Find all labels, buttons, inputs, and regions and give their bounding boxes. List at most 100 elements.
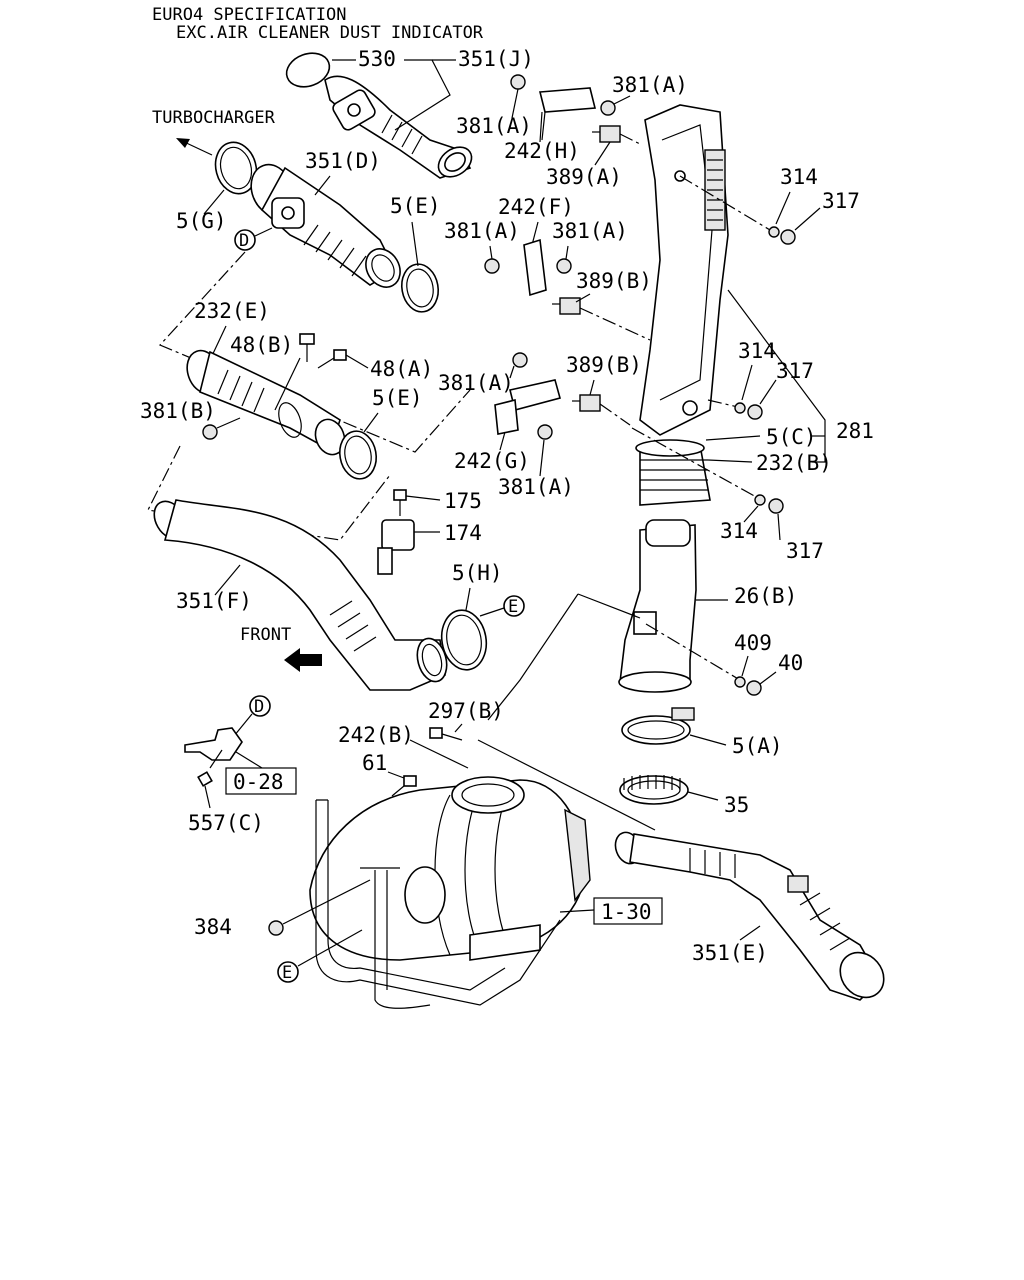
callout-314-1: 314: [780, 165, 818, 189]
callout-351f: 351(F): [176, 589, 252, 613]
marker-e-circle-2: [277, 961, 299, 983]
air-cleaner-housing: [309, 776, 591, 961]
clamp-5g: [214, 141, 258, 195]
marker-d-1: D: [239, 231, 249, 251]
callout-5g: 5(G): [176, 209, 227, 233]
callout-232b: 232(B): [756, 451, 832, 475]
callout-61: 61: [362, 751, 387, 775]
washer-314-3: [754, 494, 766, 506]
duct-351j: [285, 52, 473, 179]
marker-e-2: E: [282, 963, 292, 983]
front-label: FRONT: [240, 625, 291, 645]
nut-381a-6: [537, 424, 553, 440]
snorkel-281: [639, 104, 729, 436]
nut-381b: [202, 424, 218, 440]
callout-351j: 351(J): [458, 47, 534, 71]
callout-389b-1: 389(B): [576, 269, 652, 293]
callout-242b: 242(B): [338, 723, 414, 747]
clamp-5e-upper: [400, 263, 440, 313]
callout-317-3: 317: [786, 539, 824, 563]
callout-381a-5: 381(A): [438, 371, 514, 395]
marker-e-circle-1: [503, 595, 525, 617]
bolt-557c: [197, 749, 223, 787]
nut-381a-1: [510, 74, 526, 90]
marker-d-circle-2: [249, 695, 271, 717]
callout-381a-3: 381(A): [444, 219, 520, 243]
nut-317-1: [780, 229, 796, 245]
front-arrow-icon: [284, 648, 322, 672]
ref-1-30: 1-30: [601, 900, 652, 924]
mounting-frame: [315, 799, 561, 1009]
callout-409: 409: [734, 631, 772, 655]
callout-5e-lower: 5(E): [372, 386, 423, 410]
callout-242f: 242(F): [498, 195, 574, 219]
washer-314-2: [734, 402, 746, 414]
ref-0-28: 0-28: [233, 770, 284, 794]
header-line-1: EURO4 SPECIFICATION: [152, 5, 346, 25]
bracket-242f: [523, 238, 547, 297]
bolt-61: [391, 775, 417, 797]
clamp-5a: [621, 707, 695, 745]
sensor-174: [377, 519, 415, 575]
callout-40: 40: [778, 651, 803, 675]
nut-317-3: [768, 498, 784, 514]
callout-242g: 242(G): [454, 449, 530, 473]
callout-5h: 5(H): [452, 561, 503, 585]
ref-box-1-30: [593, 897, 663, 925]
mount-marker-d: D: [184, 695, 271, 761]
hose-232e: [186, 349, 346, 456]
callout-314-3: 314: [720, 519, 758, 543]
washer-409: [734, 676, 746, 688]
nut-381a-5: [512, 352, 528, 368]
callout-381b: 381(B): [140, 399, 216, 423]
hose-351e: [614, 831, 885, 1001]
callout-48a: 48(A): [370, 357, 433, 381]
callout-35: 35: [724, 793, 749, 817]
callout-5e-upper: 5(E): [390, 194, 441, 218]
bracket-242g: [494, 379, 561, 435]
mount-389a: [592, 125, 621, 143]
callout-281: 281: [836, 419, 874, 443]
callout-242h: 242(H): [504, 139, 580, 163]
screw-175: [393, 489, 407, 516]
callout-389b-2: 389(B): [566, 353, 642, 377]
callout-381a-4: 381(A): [552, 219, 628, 243]
callout-232e: 232(E): [194, 299, 270, 323]
header-line-2: EXC.AIR CLEANER DUST INDICATOR: [176, 23, 484, 43]
mount-389b-1: [552, 297, 581, 315]
callout-389a: 389(A): [546, 165, 622, 189]
bolt-297b: [429, 727, 463, 741]
turbocharger-arrow-icon: [176, 138, 213, 156]
callout-174: 174: [444, 521, 482, 545]
clamp-5h: [440, 609, 488, 671]
nut-381a-2: [600, 100, 616, 116]
callout-351d: 351(D): [305, 149, 381, 173]
marker-e-1: E: [508, 597, 518, 617]
callout-297b: 297(B): [428, 699, 504, 723]
callout-381a-2: 381(A): [612, 73, 688, 97]
clamp-5e-lower: [338, 430, 378, 480]
marker-d-circle-1: [234, 229, 256, 251]
nut-381a-3: [484, 258, 500, 274]
nut-384: [268, 920, 284, 936]
callout-314-2: 314: [738, 339, 776, 363]
washer-314-1: [768, 226, 780, 238]
callout-48b: 48(B): [230, 333, 293, 357]
bolt-48a: [317, 349, 347, 369]
bolt-48b: [299, 333, 315, 362]
nut-381a-4: [556, 258, 572, 274]
callout-5a: 5(A): [732, 734, 783, 758]
callout-5c: 5(C): [766, 425, 817, 449]
callout-381a-1: 381(A): [456, 114, 532, 138]
turbocharger-label: TURBOCHARGER: [152, 108, 276, 128]
duct-26b: [618, 519, 697, 693]
callout-384: 384: [194, 915, 232, 939]
hose-351f: [153, 499, 448, 691]
seal-35: [619, 775, 689, 805]
duct-351d: [250, 163, 401, 288]
nut-40: [746, 680, 762, 696]
ref-box-0-28: [225, 767, 297, 795]
bellows-232b: [635, 439, 711, 506]
